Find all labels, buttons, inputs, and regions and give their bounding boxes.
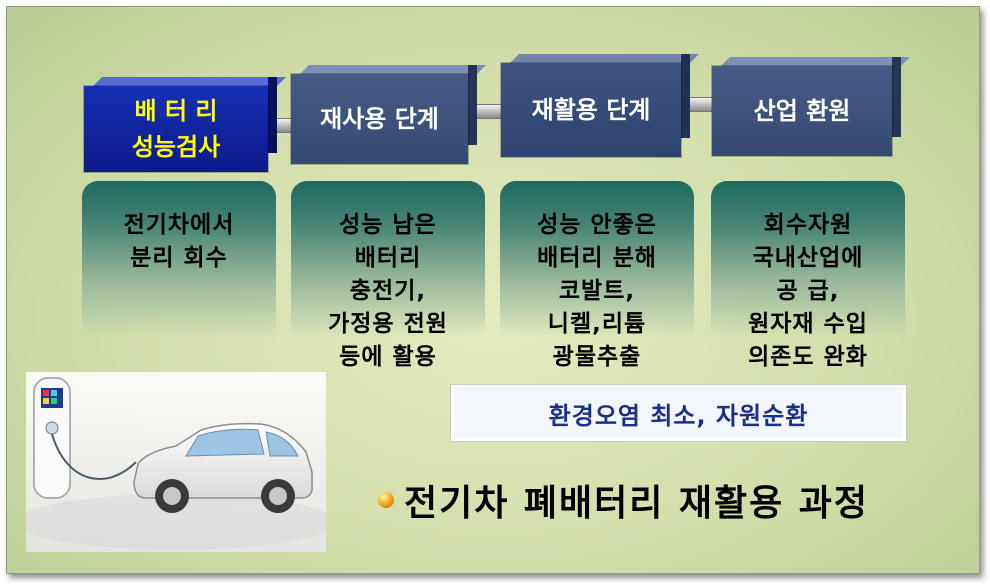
caption-row: 전기차 폐배터리 재활용 과정	[378, 478, 869, 524]
diagram-caption: 전기차 폐배터리 재활용 과정	[404, 483, 870, 524]
stage-label: 산업 환원	[712, 66, 892, 156]
description-text: 성능 남은 배터리 충전기, 가정용 전원 등에 활용	[328, 212, 448, 370]
stage-label: 재활용 단계	[501, 63, 681, 157]
description-card-4: 회수자원 국내산업에 공 급, 원자재 수입 의존도 완화	[711, 181, 905, 381]
bullet-icon	[378, 492, 394, 508]
eco-summary-box: 환경오염 최소, 자원순환	[450, 384, 907, 442]
electric-car-icon	[133, 422, 313, 513]
description-text: 성능 안좋은 배터리 분해 코발트, 니켈,리튬 광물추출	[537, 212, 657, 370]
description-card-2: 성능 남은 배터리 충전기, 가정용 전원 등에 활용	[291, 181, 485, 381]
stage-label: 재사용 단계	[291, 74, 468, 164]
description-card-1: 전기차에서 분리 회수	[82, 181, 276, 381]
ev-charger-icon	[33, 377, 71, 499]
ev-charging-illustration	[26, 372, 326, 552]
description-text: 회수자원 국내산업에 공 급, 원자재 수입 의존도 완화	[748, 212, 868, 370]
stage-label: 배 터 리 성능검사	[84, 86, 268, 172]
description-card-3: 성능 안좋은 배터리 분해 코발트, 니켈,리튬 광물추출	[500, 181, 694, 381]
description-text: 전기차에서 분리 회수	[123, 212, 235, 271]
